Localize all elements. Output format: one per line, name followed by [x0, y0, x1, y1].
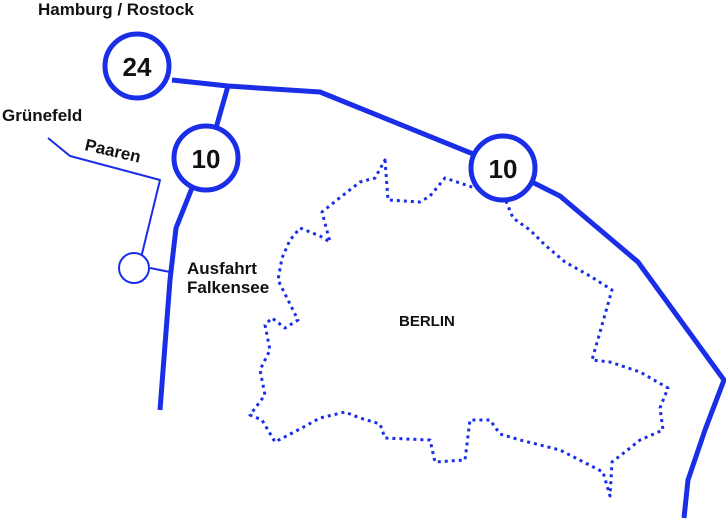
city-label-berlin: BERLIN — [399, 313, 455, 330]
exit-falkensee-marker — [118, 252, 150, 284]
exit-connector — [149, 267, 171, 273]
exit-label-line2: Falkensee — [187, 278, 269, 297]
local-road-paaren — [47, 137, 161, 263]
highway-a10-west — [157, 85, 231, 411]
destination-label: Hamburg / Rostock — [38, 0, 194, 19]
shield-a10-north-number: 10 — [489, 154, 518, 184]
highway-a24-a10-north — [171, 77, 726, 519]
exit-label-line1: Ausfahrt — [187, 259, 257, 278]
shield-a10-west: 10 — [171, 123, 241, 193]
shield-a24-number: 24 — [123, 52, 152, 82]
shield-a24: 24 — [102, 31, 172, 101]
shield-a10-north: 10 — [468, 133, 538, 203]
shield-a10-west-number: 10 — [192, 144, 221, 174]
berlin-boundary — [248, 158, 670, 498]
grunefeld-label: Grünefeld — [2, 106, 82, 125]
